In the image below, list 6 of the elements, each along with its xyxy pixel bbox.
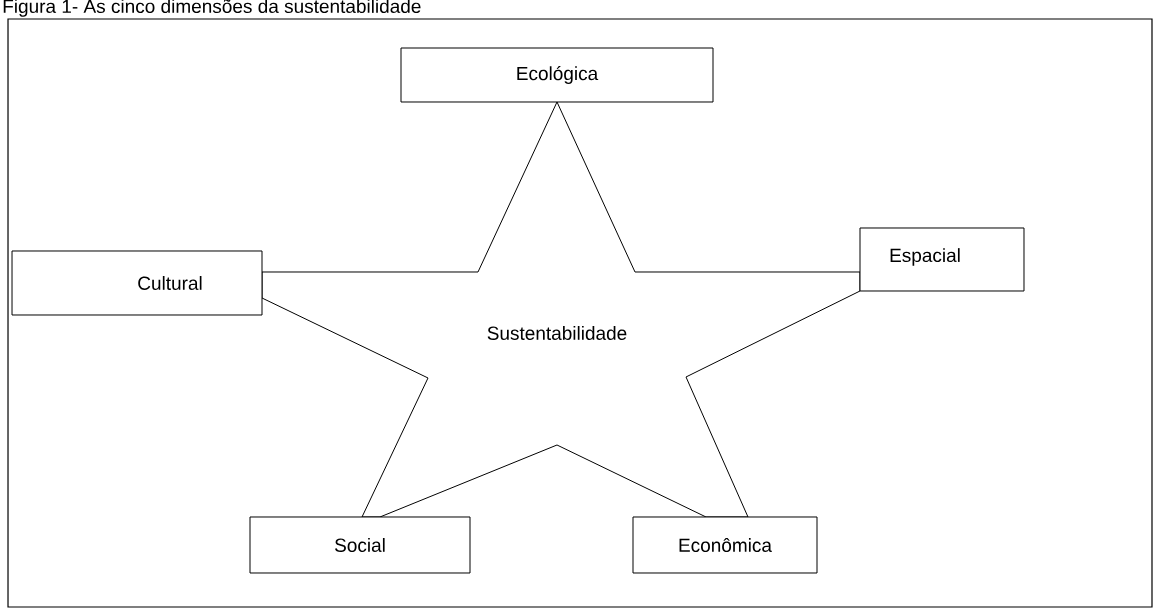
dimension-box: Social	[249, 516, 471, 574]
dimension-box: Econômica	[632, 516, 818, 574]
dimension-box: Ecológica	[400, 47, 714, 103]
dimension-box: Cultural	[11, 250, 263, 316]
dimension-box: Espacial	[859, 227, 1025, 292]
figure-title: Figura 1- As cinco dimensões da sustentabilidade	[3, 0, 421, 17]
